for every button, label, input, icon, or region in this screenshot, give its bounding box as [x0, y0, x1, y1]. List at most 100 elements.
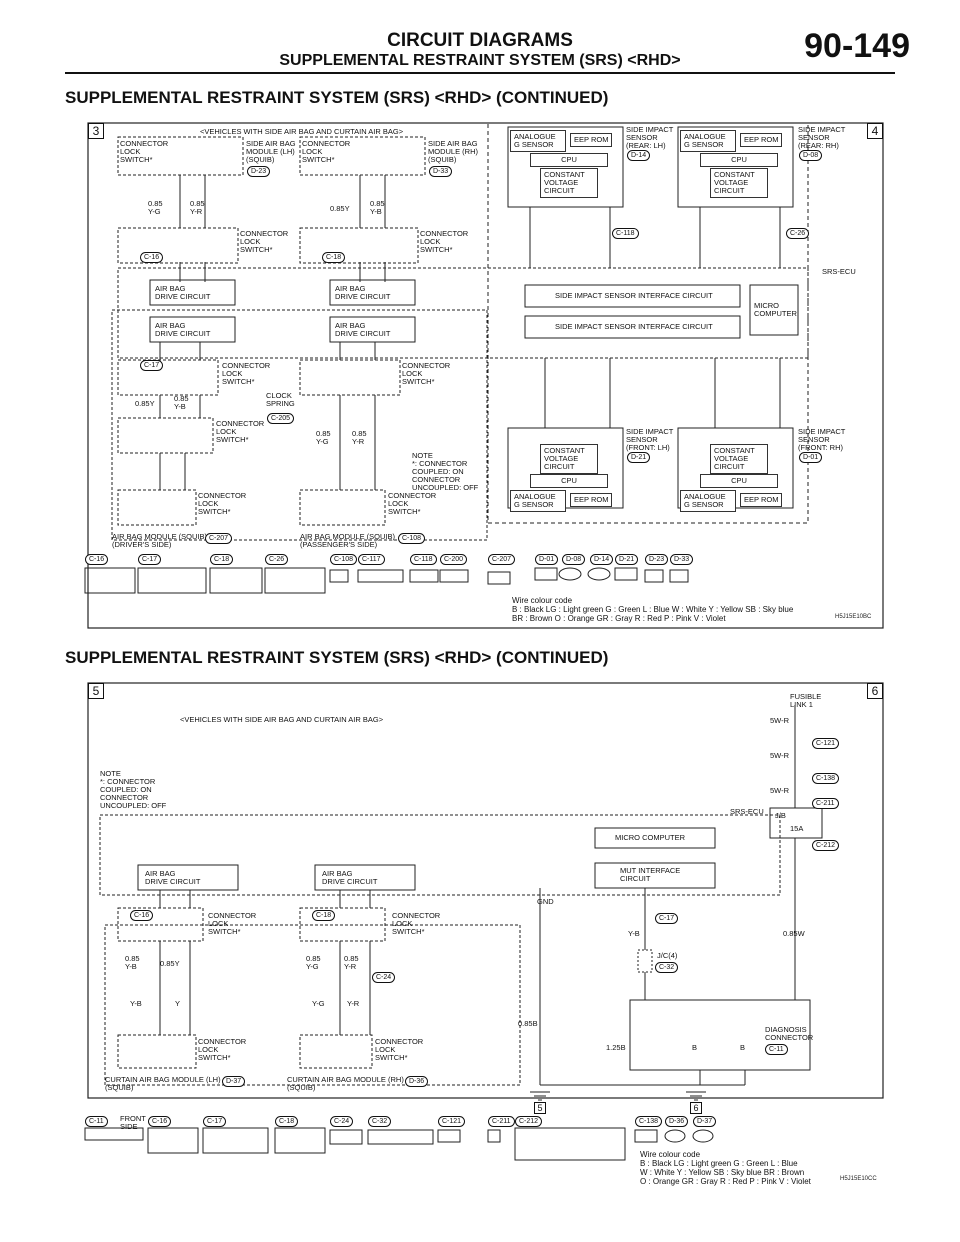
- wire-yr-1: 0.85 Y-R: [190, 199, 205, 216]
- eep-rom-rear-rh: EEP ROM: [740, 133, 783, 147]
- connector-label-1-d-21: D-21: [615, 554, 639, 565]
- connector-label-1-c-118: C-118: [410, 554, 437, 565]
- ref-c11: C-11: [765, 1044, 788, 1055]
- ref-d36: D-36: [405, 1076, 429, 1087]
- wire-yb-2: 0.85 Y-B: [174, 394, 189, 411]
- drive-circuit-5: AIR BAG DRIVE CIRCUIT: [145, 869, 201, 886]
- ref-c205: C-205: [267, 413, 295, 424]
- eep-rom-rear-lh: EEP ROM: [570, 133, 613, 147]
- ref-c24: C-24: [372, 972, 396, 983]
- connector-label-1-c-108: C-108: [330, 554, 358, 565]
- drive-circuit-6: AIR BAG DRIVE CIRCUIT: [322, 869, 378, 886]
- front-side-label: FRONT SIDE: [120, 1114, 146, 1131]
- sensor-front-rh-label: SIDE IMPACT SENSOR (FRONT: RH): [798, 427, 846, 452]
- ref-d23: D-23: [247, 166, 271, 177]
- wire-085yr: 0.85 Y-R: [344, 954, 359, 971]
- cls-clock: CONNECTOR LOCK SWITCH*: [216, 419, 265, 444]
- connector-label-2-c-138: C-138: [635, 1116, 663, 1127]
- section1-tag-right: 4: [867, 123, 883, 139]
- wire-y-1: 0.85Y: [330, 204, 350, 213]
- mut-interface: MUT INTERFACE CIRCUIT: [620, 866, 681, 883]
- fusible-link-label: FUSIBLE LINK 1: [790, 692, 822, 709]
- ref-c207: C-207: [205, 533, 233, 544]
- wire-yg-curtain: Y-G: [312, 999, 325, 1008]
- eep-rom-front-rh: EEP ROM: [740, 493, 783, 507]
- header-rule: [65, 72, 895, 74]
- cls-s2-2: CONNECTOR LOCK SWITCH*: [392, 911, 441, 936]
- connector-label-2-c-211: C-211: [488, 1116, 515, 1127]
- ref-c32: C-32: [655, 962, 679, 973]
- wire-b-2: B: [740, 1043, 746, 1052]
- connector-label-1-c-16: C-16: [85, 554, 109, 565]
- connector-label-1-d-23: D-23: [645, 554, 669, 565]
- cls-lower-right: CONNECTOR LOCK SWITCH*: [402, 361, 451, 386]
- connector-label-1-d-14: D-14: [590, 554, 614, 565]
- clock-spring-label: CLOCK SPRING: [266, 391, 295, 408]
- wire-085y: 0.85Y: [160, 959, 180, 968]
- ref-c17: C-17: [140, 360, 164, 371]
- connector-label-2-c-24: C-24: [330, 1116, 354, 1127]
- connector-label-1-c-18: C-18: [210, 554, 234, 565]
- wire-yg-2: 0.85 Y-G: [316, 429, 331, 446]
- cpu-front-lh: CPU: [530, 474, 608, 488]
- connector-label-2-c-212: C-212: [515, 1116, 543, 1127]
- ref-d14: D-14: [627, 150, 651, 161]
- cls-bottom-right: CONNECTOR LOCK SWITCH*: [388, 491, 437, 516]
- sensor-rear-rh-label: SIDE IMPACT SENSOR (REAR: RH): [798, 125, 846, 150]
- connector-label-2-d-37: D-37: [693, 1116, 717, 1127]
- wire-y-curtain: Y: [175, 999, 181, 1008]
- ref-d21: D-21: [627, 452, 651, 463]
- micro-computer-2: MICRO COMPUTER: [615, 833, 685, 842]
- analogue-sensor-rear-rh: ANALOGUE G SENSOR: [680, 130, 736, 152]
- airbag-passenger-label: AIR BAG MODULE (SQUIB) (PASSENGER'S SIDE…: [300, 532, 396, 549]
- diagnosis-connector-label: DIAGNOSIS CONNECTOR: [765, 1025, 814, 1042]
- cvc-front-lh: CONSTANT VOLTAGE CIRCUIT: [540, 444, 598, 474]
- cls-mid-left: CONNECTOR LOCK SWITCH*: [240, 229, 289, 254]
- wire-5wr-3: 5W-R: [770, 786, 790, 795]
- wire-yr-2: 0.85 Y-R: [352, 429, 367, 446]
- ref-c118: C-118: [612, 228, 639, 239]
- note-1: NOTE *: CONNECTOR COUPLED: ON CONNECTOR …: [412, 451, 479, 492]
- connector-label-1-d-33: D-33: [670, 554, 694, 565]
- connector-label-2-c-16: C-16: [148, 1116, 172, 1127]
- gnd-label: GND: [537, 897, 554, 906]
- wire-085w: 0.85W: [783, 929, 805, 938]
- ref-d08: D-08: [799, 150, 823, 161]
- sensor-rear-lh-label: SIDE IMPACT SENSOR (REAR: LH): [626, 125, 674, 150]
- srs-ecu-label: SRS-ECU: [822, 267, 856, 276]
- wire-yb-1: 0.85 Y-B: [370, 199, 385, 216]
- curtain-lh-label: CURTAIN AIR BAG MODULE (LH) (SQUIB): [105, 1075, 221, 1092]
- ref-d33: D-33: [429, 166, 453, 177]
- section1-title: SUPPLEMENTAL RESTRAINT SYSTEM (SRS) <RHD…: [65, 88, 609, 107]
- analogue-sensor-front-lh: ANALOGUE G SENSOR: [510, 490, 566, 512]
- wire-085yb: 0.85 Y-B: [125, 954, 140, 971]
- section1-banner: <VEHICLES WITH SIDE AIR BAG AND CURTAIN …: [200, 127, 404, 136]
- curtain-rh-label: CURTAIN AIR BAG MODULE (RH) (SQUIB): [287, 1075, 404, 1092]
- drive-circuit-2: AIR BAG DRIVE CIRCUIT: [155, 321, 211, 338]
- eep-rom-front-lh: EEP ROM: [570, 493, 613, 507]
- connector-label-1-c-117: C-117: [358, 554, 385, 565]
- wire-colour-1: Wire colour code B : Black LG : Light gr…: [512, 596, 794, 623]
- cls-bottom-left: CONNECTOR LOCK SWITCH*: [198, 491, 247, 516]
- connector-label-1-c-17: C-17: [138, 554, 162, 565]
- sis-interface-2: SIDE IMPACT SENSOR INTERFACE CIRCUIT: [555, 322, 713, 331]
- cpu-rear-lh: CPU: [530, 153, 608, 167]
- ground-6: 6: [690, 1102, 702, 1114]
- sis-interface-1: SIDE IMPACT SENSOR INTERFACE CIRCUIT: [555, 291, 713, 300]
- sensor-front-lh-label: SIDE IMPACT SENSOR (FRONT: LH): [626, 427, 674, 452]
- wire-125b: 1.25B: [606, 1043, 626, 1052]
- page-number: 90-149: [804, 27, 910, 65]
- side-airbag-rh-label: SIDE AIR BAG MODULE (RH) (SQUIB): [428, 139, 478, 164]
- cls-s2-3: CONNECTOR LOCK SWITCH*: [198, 1037, 247, 1062]
- cvc-rear-lh: CONSTANT VOLTAGE CIRCUIT: [540, 168, 598, 198]
- cvc-rear-rh: CONSTANT VOLTAGE CIRCUIT: [710, 168, 768, 198]
- image-code-1: H5J15E10BC: [835, 614, 872, 620]
- ref-c212: C-212: [812, 840, 840, 851]
- wire-5wr-2: 5W-R: [770, 751, 790, 760]
- ref-c18: C-18: [322, 252, 346, 263]
- wire-085yg: 0.85 Y-G: [306, 954, 321, 971]
- ref-c17-2: C-17: [655, 913, 679, 924]
- ref-c211: C-211: [812, 798, 839, 809]
- fuse-15a: 15A: [790, 824, 804, 833]
